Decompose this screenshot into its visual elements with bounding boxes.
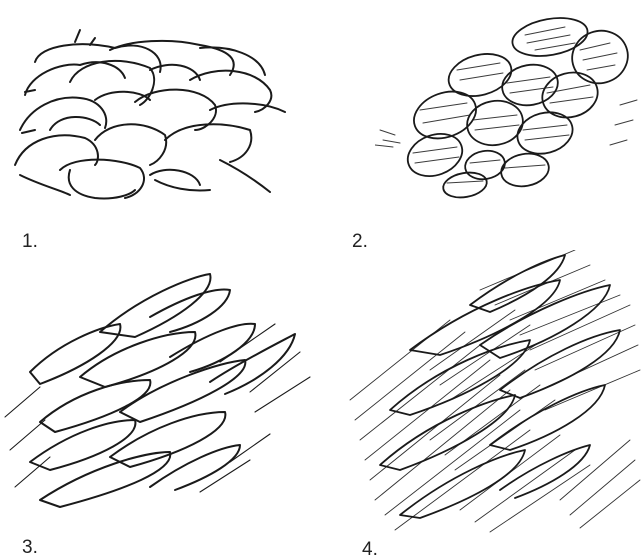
- panel-3-elongated-scales: [0, 262, 320, 512]
- panel-3-label: 3.: [22, 538, 38, 557]
- panel-2-hatched-pebbles: [375, 5, 643, 200]
- panel-1-label: 1.: [22, 232, 38, 251]
- panel-4-streaked-scales: [330, 250, 643, 540]
- panel-4-label: 4.: [362, 540, 378, 559]
- panel-1-rounded-scales: [0, 0, 320, 225]
- panel-2-label: 2.: [352, 232, 368, 251]
